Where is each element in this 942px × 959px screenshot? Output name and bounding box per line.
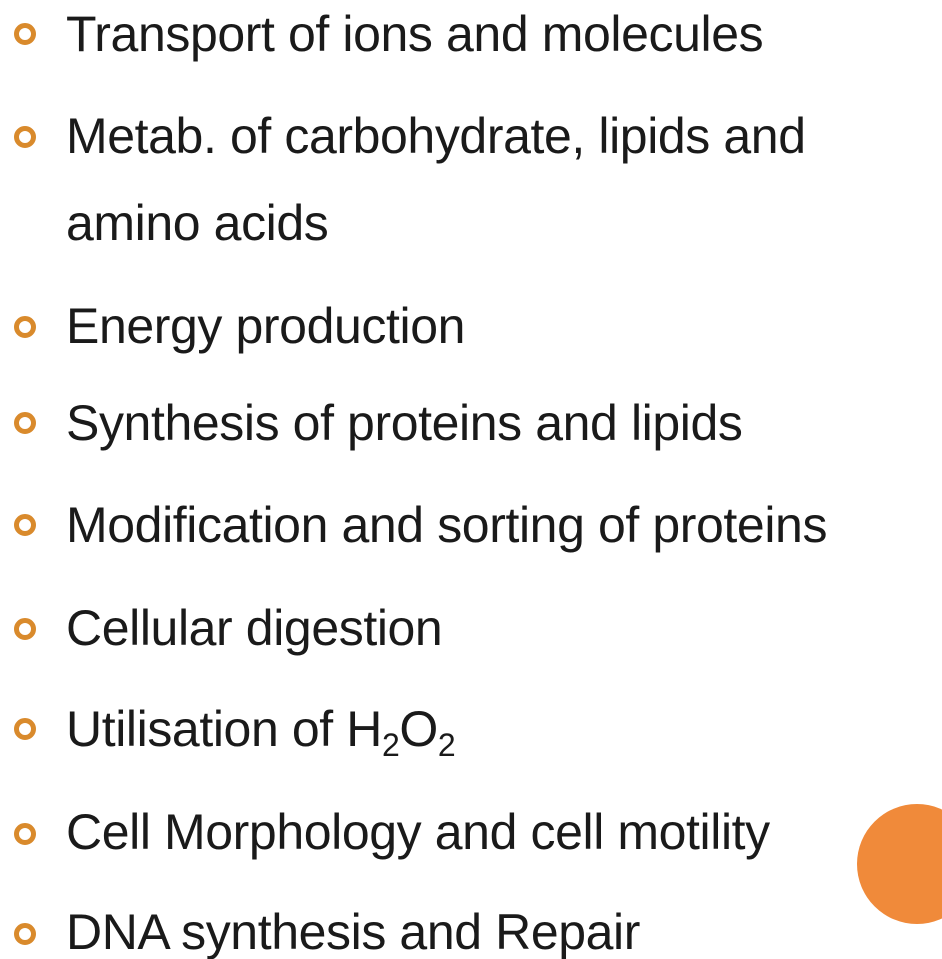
list-item-text: Cellular digestion	[66, 600, 443, 656]
circle-bullet-icon	[14, 618, 36, 640]
list-item-text: Metab. of carbohydrate, lipids and	[66, 108, 806, 164]
circle-bullet-icon	[14, 126, 36, 148]
list-item-text: DNA synthesis and Repair	[66, 904, 641, 959]
formula-mid: O	[399, 701, 438, 757]
circle-bullet-icon	[14, 823, 36, 845]
list-item-text: Transport of ions and molecules	[66, 6, 764, 62]
subscript: 2	[381, 727, 400, 763]
circle-bullet-icon	[14, 23, 36, 45]
circle-bullet-icon	[14, 718, 36, 740]
circle-bullet-icon	[14, 412, 36, 434]
list-item-text: Cell Morphology and cell motility	[66, 804, 770, 860]
subscript: 2	[437, 727, 456, 763]
circle-bullet-icon	[14, 316, 36, 338]
formula-prefix: Utilisation of H	[66, 701, 382, 757]
decorative-orange-circle	[857, 804, 942, 924]
circle-bullet-icon	[14, 514, 36, 536]
circle-bullet-icon	[14, 923, 36, 945]
list-item-text: Utilisation of H2O2	[66, 701, 456, 761]
list-item-text: Synthesis of proteins and lipids	[66, 395, 743, 451]
list-item-text: Energy production	[66, 298, 466, 354]
list-item-text: Modification and sorting of proteins	[66, 497, 828, 553]
list-item-continuation: amino acids	[66, 195, 329, 251]
